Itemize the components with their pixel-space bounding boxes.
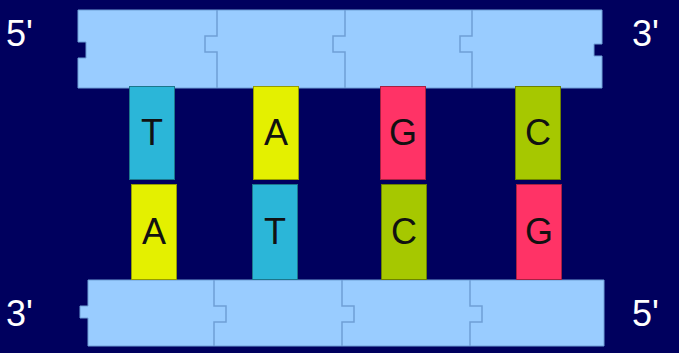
base-letter: T — [264, 214, 286, 250]
strand-end-label: 5' — [6, 16, 33, 52]
base-letter: C — [391, 214, 417, 250]
strand-end-label: 5' — [632, 296, 659, 332]
backbone-joint — [333, 10, 345, 88]
strand-end-label: 3' — [6, 296, 33, 332]
base-block: G — [380, 86, 426, 180]
backbone-joint — [214, 280, 226, 346]
backbone-joint — [342, 280, 354, 346]
base-block: C — [381, 184, 427, 280]
base-letter: T — [141, 115, 163, 151]
base-block: C — [515, 86, 561, 180]
base-letter: C — [525, 115, 551, 151]
backbone-joint — [205, 10, 217, 88]
base-letter: A — [142, 214, 166, 250]
base-block: T — [129, 86, 175, 180]
base-block: T — [252, 184, 298, 280]
sugar-phosphate-backbone — [80, 280, 604, 346]
strand-end-label: 3' — [632, 16, 659, 52]
base-block: G — [516, 184, 562, 280]
sugar-phosphate-backbone — [78, 10, 602, 88]
base-letter: G — [525, 214, 553, 250]
base-letter: G — [389, 115, 417, 151]
base-letter: A — [264, 115, 288, 151]
base-block: A — [131, 184, 177, 280]
base-block: A — [253, 86, 299, 180]
backbone-joint — [470, 280, 482, 346]
backbone-joint — [460, 10, 472, 88]
